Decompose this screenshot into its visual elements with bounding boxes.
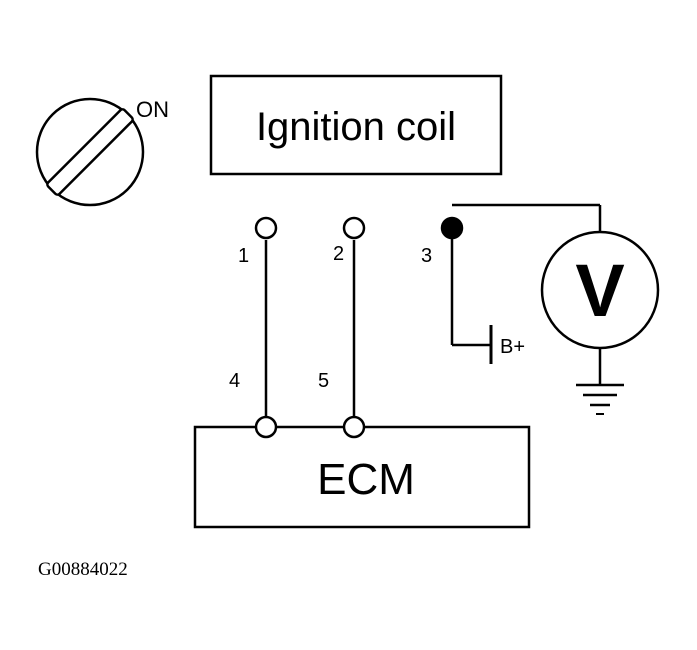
pin-label-2: 2 <box>333 243 344 265</box>
ignition-coil-label: Ignition coil <box>256 105 456 149</box>
pin-label-1: 1 <box>238 245 249 267</box>
pin-label-4: 4 <box>229 370 240 392</box>
battery-label: B+ <box>500 336 525 358</box>
ignition-coil-box <box>209 74 503 176</box>
terminal-4 <box>254 415 278 439</box>
pin-label-5: 5 <box>318 370 329 392</box>
ecm-label: ECM <box>317 455 415 504</box>
figure-id: G00884022 <box>38 559 128 580</box>
ignition-switch-icon <box>35 97 145 207</box>
ground-icon <box>576 383 624 415</box>
terminal-2 <box>342 216 366 240</box>
switch-on-label: ON <box>136 97 169 122</box>
voltmeter-label: V <box>575 249 624 332</box>
terminal-1 <box>254 216 278 240</box>
ignition-switch <box>35 97 145 207</box>
pin-label-3: 3 <box>421 245 432 267</box>
terminal-3 <box>440 216 464 240</box>
terminal-5 <box>342 415 366 439</box>
ignition-key-slot <box>46 108 134 196</box>
